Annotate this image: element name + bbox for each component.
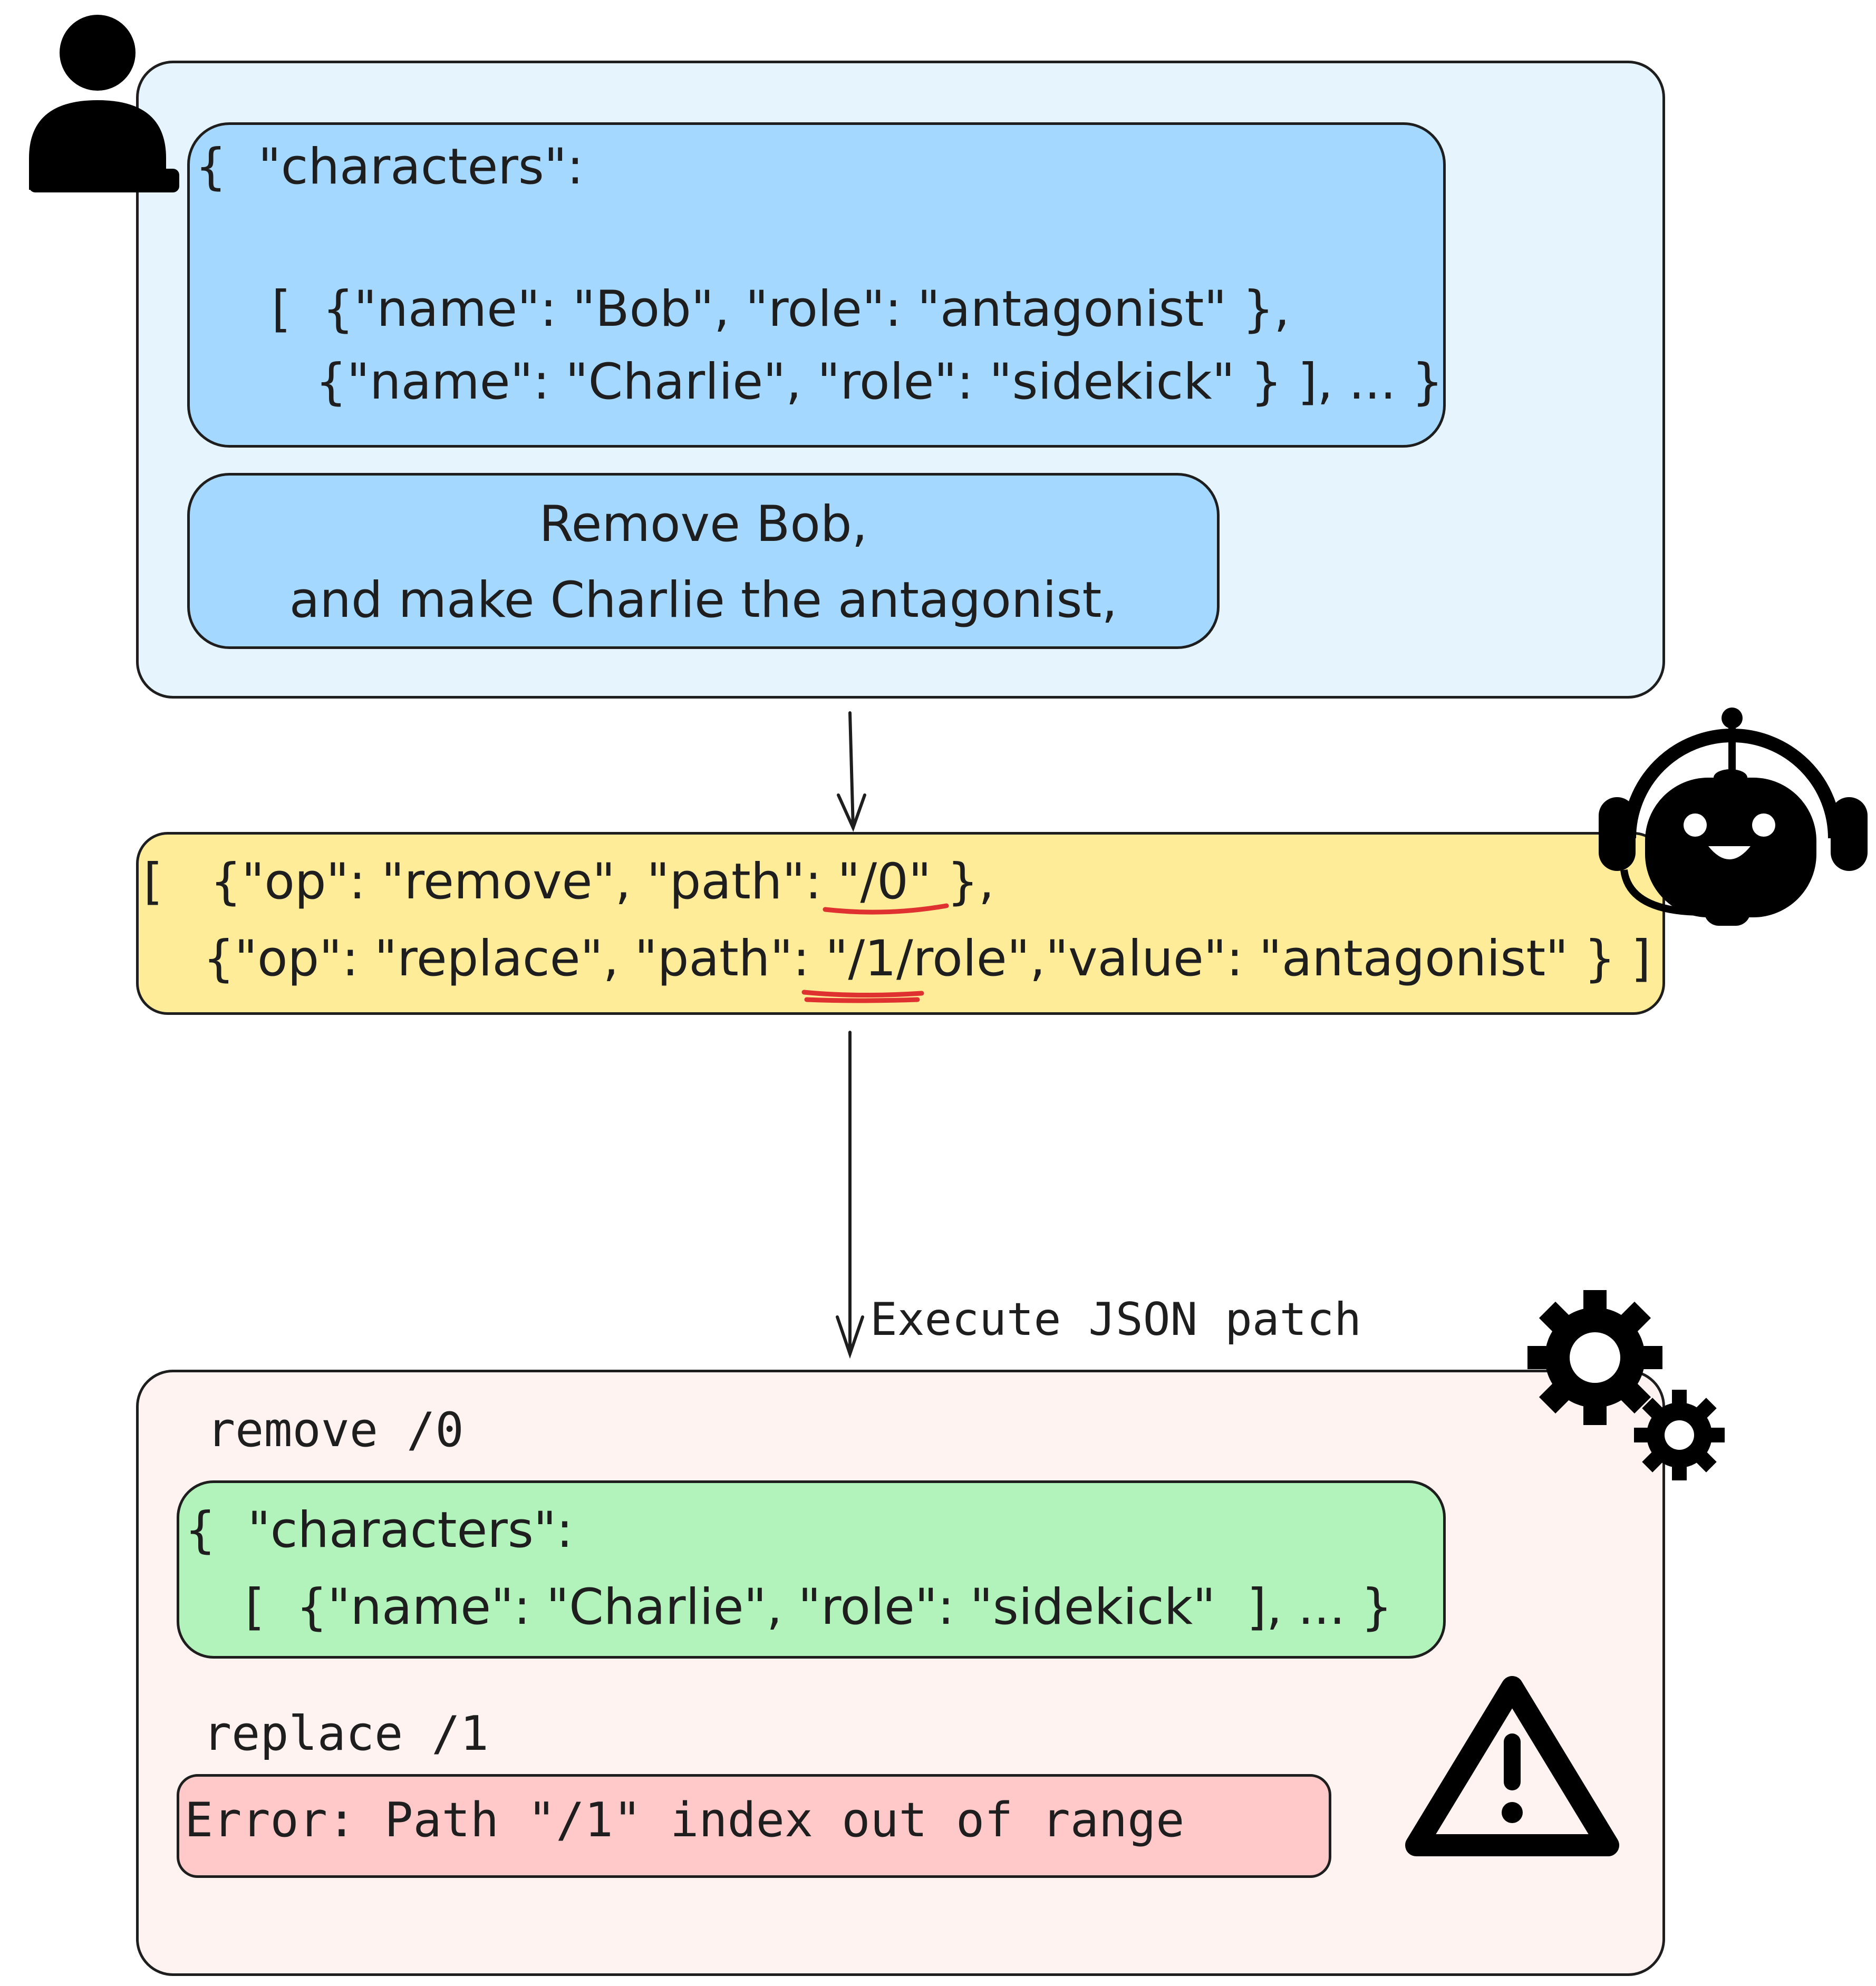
arrow-patch-to-exec [836,1031,864,1359]
person-icon [29,15,179,192]
instruction-line-1: Remove Bob, [539,496,868,553]
arrow-input-to-patch [837,711,866,832]
error-box [177,1774,1331,1878]
error-message: Error: Path "/1" index out of range [185,1793,1185,1848]
instruction-line-2: and make Charlie the antagonist, [289,571,1118,629]
arrow-label: Execute JSON patch [870,1293,1361,1346]
instruction-box [187,473,1220,649]
step1-label: remove /0 [207,1402,464,1458]
step2-label: replace /1 [203,1706,489,1761]
warning-triangle-icon [1405,1676,1619,1856]
result-json-line-1: { "characters": [185,1501,573,1559]
patch-line-2: {"op": "replace", "path": "/1/role","val… [203,930,1651,987]
gears-icon [1527,1290,1725,1480]
input-json-line-1: { "characters": [195,138,584,196]
path-underline-1 [801,990,924,1003]
input-json-line-2: [ {"name": "Bob", "role": "antagonist" }… [272,280,1290,338]
json-patch-box [136,832,1665,1015]
input-json-line-3: {"name": "Charlie", "role": "sidekick" }… [315,353,1444,411]
patch-line-1: [ {"op": "remove", "path": "/0" }, [143,853,994,910]
result-json-box [177,1480,1446,1659]
input-json-box [187,122,1446,448]
robot-headset-icon [1599,708,1868,926]
result-json-line-2: [ {"name": "Charlie", "role": "sidekick"… [245,1578,1393,1636]
path-underline-0 [823,903,949,915]
